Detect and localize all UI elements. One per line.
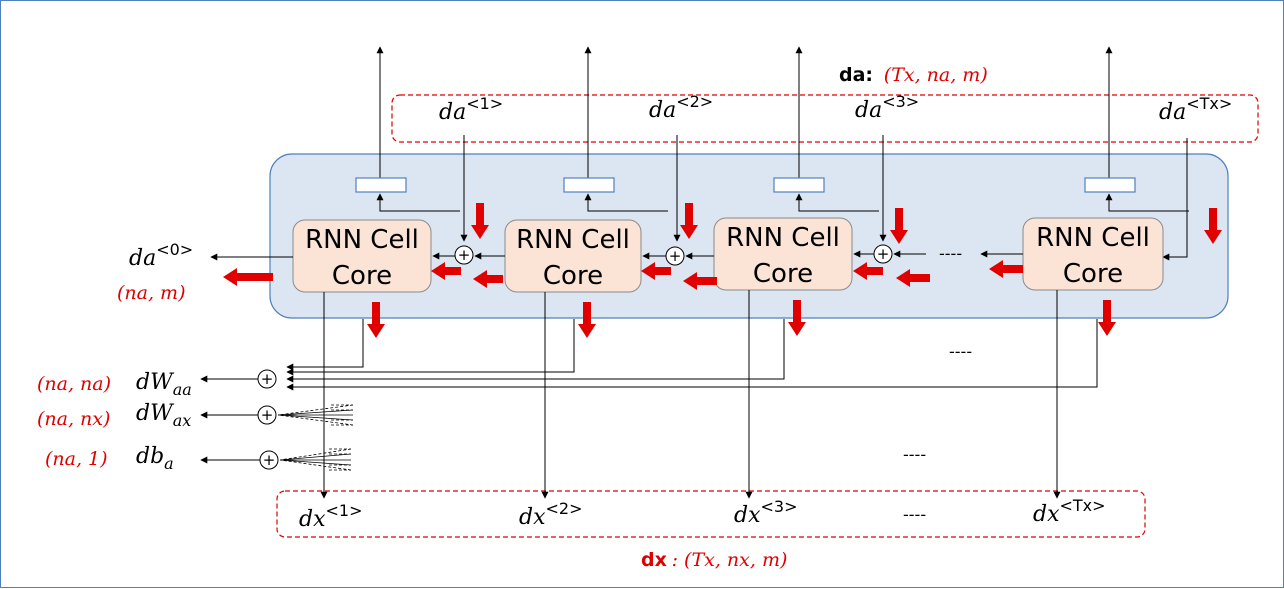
dba-stub-5: [279, 459, 352, 471]
da-2-label: da<2>: [649, 92, 713, 123]
dx-tx-label: dx<Tx>: [1033, 496, 1106, 527]
grad-cell2-waa: [286, 319, 575, 376]
output-box-1: [355, 177, 407, 193]
grad-cell1-waa: [286, 319, 364, 371]
red-left-7: [989, 260, 1023, 278]
dWax-shape: (na, nx): [37, 408, 110, 430]
red-down-2: [680, 203, 698, 239]
da-0-shape: (na, m): [117, 282, 186, 304]
da-header-shape: (Tx, na, m): [884, 64, 988, 86]
rnn-cell-2-line1: RNN Cell: [516, 225, 630, 255]
da-0-label: da<0>: [129, 240, 193, 271]
plus-dWaa-sign: +: [261, 370, 274, 388]
red-left-2: [473, 270, 503, 288]
grad-cell4-waa: [286, 319, 1098, 391]
rnn-cell-3-line1: RNN Cell: [726, 223, 840, 253]
dWaa-label: dWaa: [136, 370, 192, 399]
da-header-name: da:: [839, 64, 873, 86]
dba-stub-1: [279, 448, 352, 461]
dWax-stub-1: [277, 404, 354, 416]
rnn-cell-1: [292, 219, 432, 293]
red-down-cell3: [788, 300, 806, 336]
output-box-2: [563, 177, 615, 193]
da-tx-label: da<Tx>: [1159, 94, 1232, 125]
ellipsis-cells: ----: [939, 244, 962, 263]
rnn-cell-4-line2: Core: [1063, 259, 1123, 289]
plus-dWax-sign: +: [261, 406, 274, 424]
dx-2-label: dx<2>: [519, 499, 583, 530]
rnn-cell-1-line1: RNN Cell: [305, 225, 419, 255]
rnn-cell-3-line2: Core: [753, 259, 813, 289]
red-left-6: [896, 269, 930, 287]
box-feed-2: [584, 193, 668, 212]
plus-1-sign: +: [458, 246, 471, 264]
rnn-cell-2-line2: Core: [543, 261, 603, 291]
grad-cell3-waa: [286, 319, 785, 383]
rnn-cell-4-line1: RNN Cell: [1036, 223, 1150, 253]
da-input-group: [391, 94, 1259, 143]
dba-stub-4: [279, 459, 352, 466]
red-left-5: [853, 262, 883, 280]
dx-output-group: [276, 490, 1146, 538]
rnn-cell-1-line2: Core: [332, 261, 392, 291]
red-down-cell1: [367, 302, 385, 338]
dWax-stub-5: [277, 414, 354, 426]
plus-2-sign: +: [669, 247, 682, 265]
da-tx-down: [1162, 138, 1188, 261]
ellipsis-dx: ----: [903, 505, 926, 524]
red-down-3: [890, 208, 908, 244]
box-feed-3: [795, 193, 879, 212]
da-3-label: da<3>: [855, 92, 919, 123]
plus-dba-sign: +: [263, 451, 276, 469]
dx-1-label: dx<1>: [299, 501, 363, 532]
ellipsis-mid: ----: [949, 342, 972, 361]
dx-header-name: dx: [641, 549, 667, 571]
red-down-1: [471, 203, 489, 239]
plus-3-sign: +: [877, 245, 890, 263]
red-down-cell2: [578, 302, 596, 338]
red-left-4: [683, 272, 717, 290]
dx-header-shape: : (Tx, nx, m): [672, 549, 788, 571]
rnn-cell-3: [713, 217, 853, 291]
red-left-da0: [223, 268, 273, 286]
dWax-stub-2: [277, 409, 354, 416]
dWaa-shape: (na, na): [37, 373, 111, 395]
dWax-stub-4: [277, 414, 354, 421]
dba-stub-2: [279, 453, 352, 461]
dWax-label: dWax: [136, 401, 191, 430]
red-down-cell4: [1098, 300, 1116, 336]
red-down-4: [1204, 208, 1222, 244]
dba-shape: (na, 1): [45, 448, 108, 470]
output-box-3: [773, 177, 825, 193]
box-feed-4: [1105, 193, 1189, 212]
dx-header: dx : (Tx, nx, m): [641, 549, 787, 571]
red-left-3: [641, 262, 671, 280]
output-box-4: [1084, 177, 1136, 193]
da-header: da: (Tx, na, m): [839, 64, 988, 86]
box-feed-1: [376, 193, 460, 212]
ellipsis-grad: ----: [903, 445, 926, 464]
plus-1-circle: [454, 245, 474, 265]
red-left-1: [431, 262, 461, 280]
dba-label: dba: [136, 444, 174, 473]
da-1-label: da<1>: [439, 94, 503, 125]
dx-3-label: dx<3>: [734, 497, 798, 528]
